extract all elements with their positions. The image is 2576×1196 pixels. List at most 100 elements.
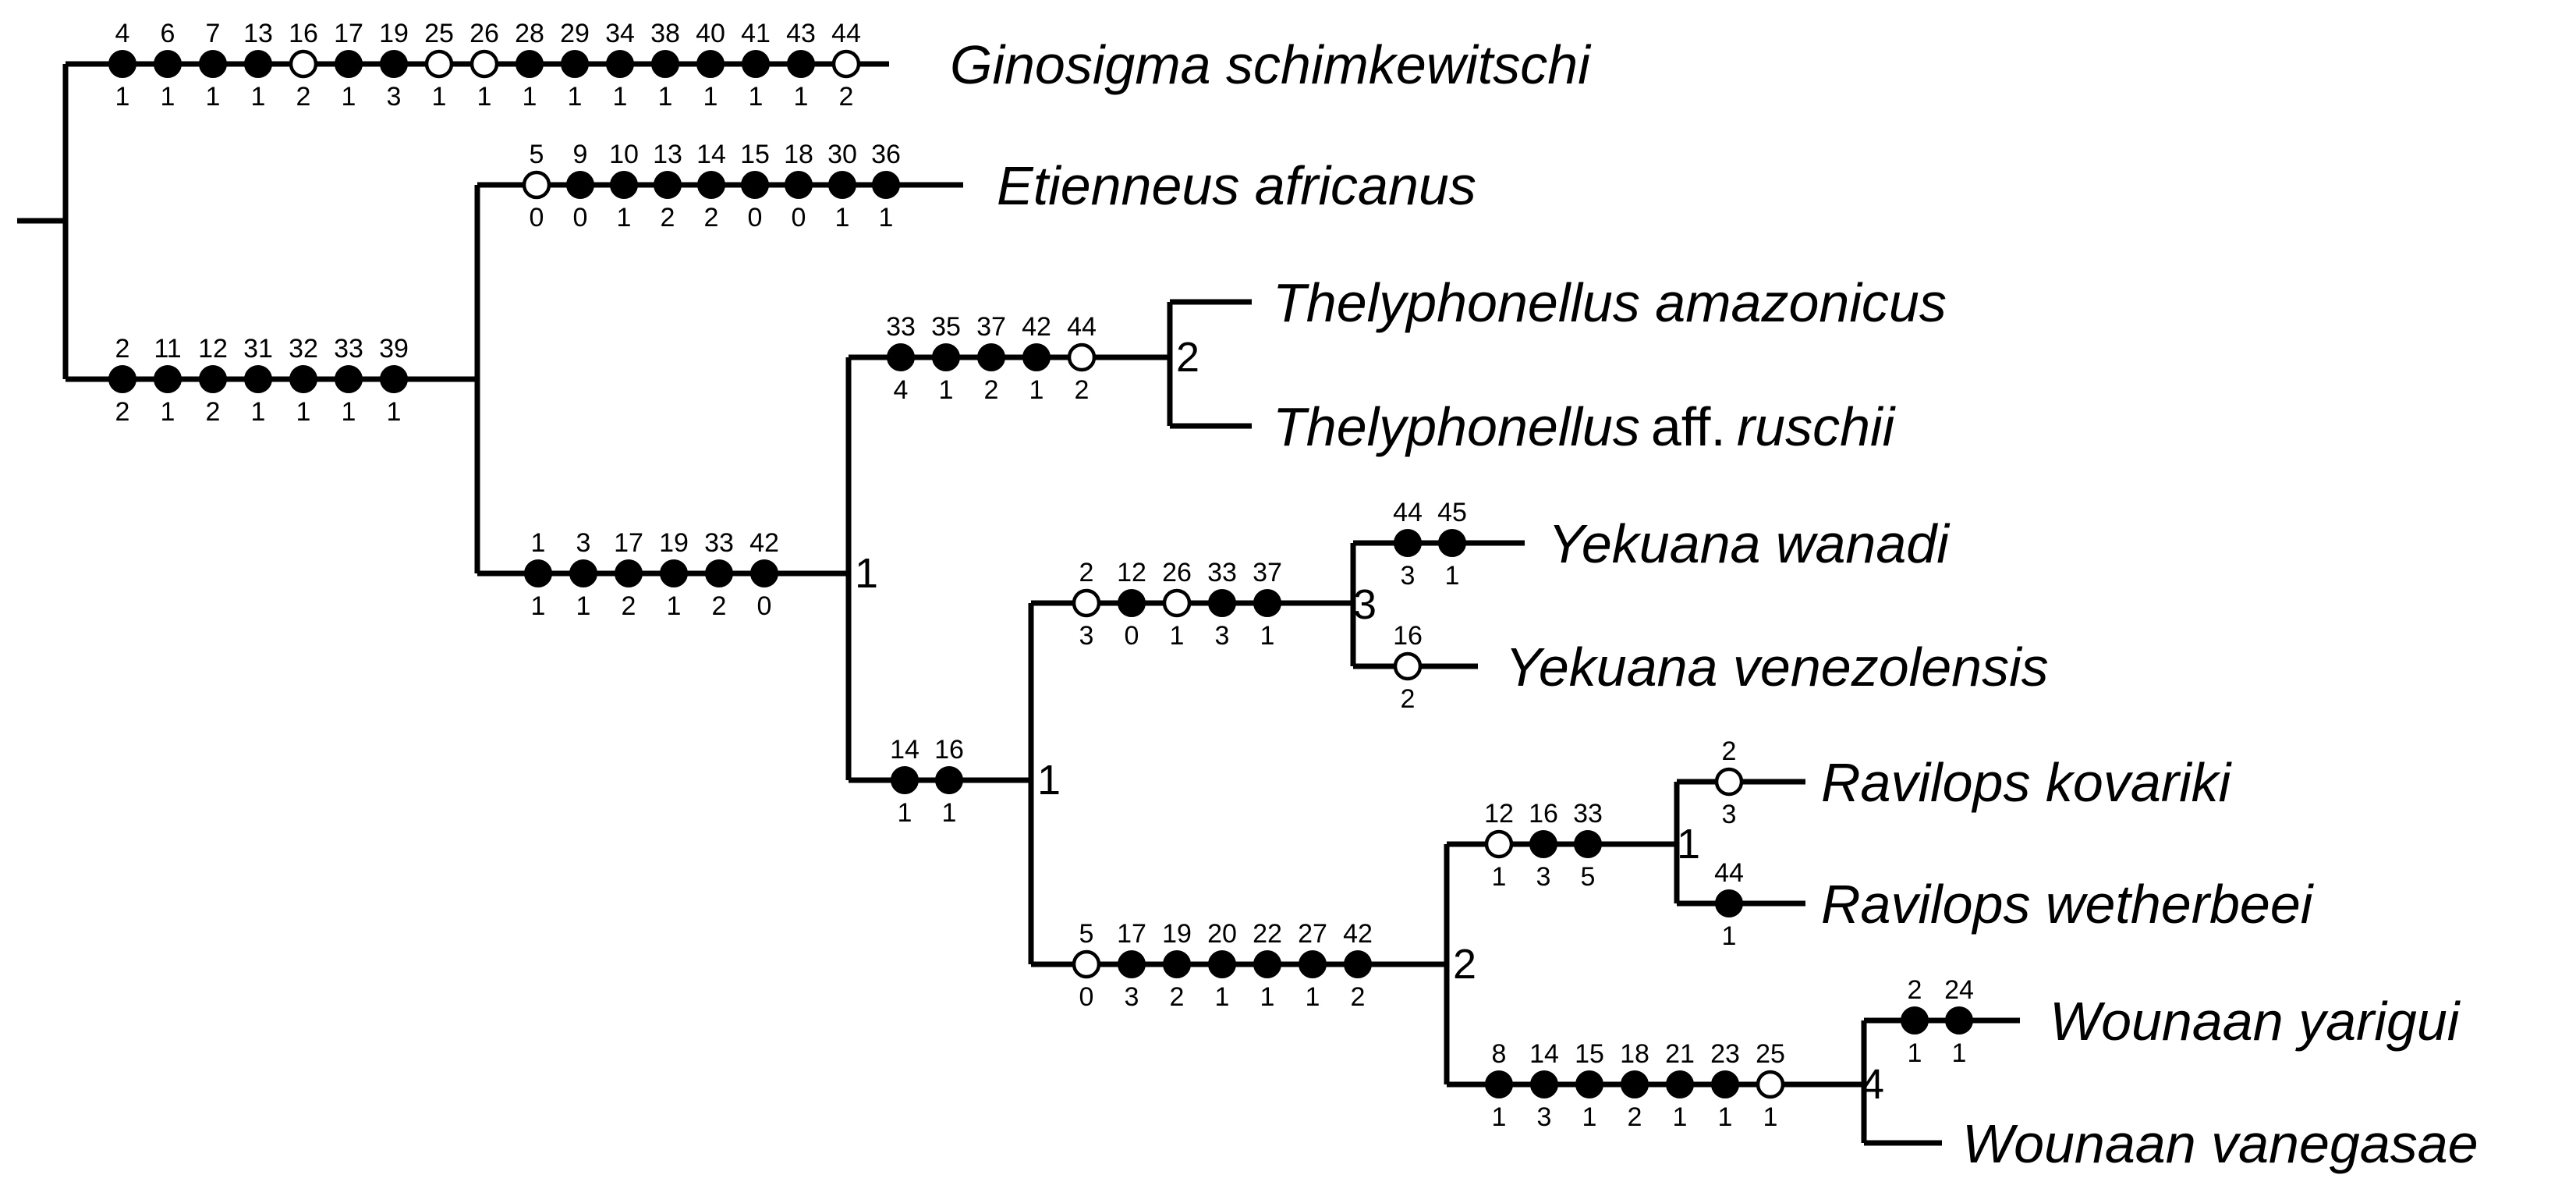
character-mark-clade-b-16 [935, 766, 963, 794]
character-state: 1 [523, 82, 537, 112]
character-state: 1 [342, 397, 356, 427]
character-state: 1 [942, 798, 957, 828]
taxon-label-etienneus: Etienneus africanus [997, 155, 1476, 216]
character-mark-ravilops-12 [1484, 829, 1514, 859]
character-state: 1 [1952, 1038, 1967, 1068]
character-mark-w-yarigui-24 [1945, 1006, 1973, 1035]
character-number: 16 [1393, 621, 1423, 651]
character-mark-ingroup-stem-39 [380, 365, 408, 393]
character-mark-wounaan-14 [1530, 1070, 1558, 1098]
character-mark-wounaan-18 [1621, 1070, 1649, 1098]
character-state: 2 [206, 397, 221, 427]
character-mark-clade-c-20 [1208, 950, 1236, 978]
character-number: 29 [560, 19, 590, 48]
character-number: 27 [1298, 919, 1327, 949]
taxon-labels: Ginosigma schimkewitschi Etienneus afric… [950, 34, 2479, 1174]
character-mark-ginosigma-19 [380, 50, 408, 78]
character-state: 1 [898, 798, 912, 828]
character-mark-w-yarigui-2 [1901, 1006, 1929, 1035]
character-state: 1 [251, 397, 266, 427]
character-mark-yekuana-37 [1253, 589, 1281, 617]
character-number: 22 [1253, 919, 1282, 949]
character-number: 12 [198, 334, 228, 364]
character-mark-ginosigma-7 [199, 50, 227, 78]
character-state: 2 [1351, 982, 1366, 1012]
character-number: 7 [206, 19, 221, 48]
character-mark-ginosigma-34 [606, 50, 634, 78]
character-state: 2 [661, 203, 675, 232]
character-number: 14 [696, 140, 726, 169]
character-mark-ginosigma-26 [469, 49, 499, 79]
character-state: 1 [1722, 921, 1737, 951]
character-state: 1 [1260, 982, 1275, 1012]
character-state: 2 [115, 397, 130, 427]
character-state: 2 [1628, 1102, 1642, 1132]
character-state: 2 [296, 82, 311, 112]
taxon-label-t-amazonicus: Thelyphonellus amazonicus [1273, 272, 1947, 333]
character-state: 1 [1763, 1102, 1778, 1132]
character-state: 1 [251, 82, 266, 112]
character-state: 2 [712, 591, 727, 621]
character-mark-clade-a-17 [615, 559, 643, 587]
taxon-label-w-vanegasae: Wounaan vanegasae [1962, 1113, 2479, 1174]
character-number: 17 [334, 19, 363, 48]
character-mark-r-wetherbeei-44 [1715, 889, 1743, 917]
character-number: 28 [515, 19, 544, 48]
character-state: 1 [1445, 561, 1460, 591]
character-mark-clade-a-3 [569, 559, 597, 587]
character-mark-ingroup-stem-31 [244, 365, 272, 393]
character-number: 44 [1393, 498, 1423, 527]
character-number: 14 [890, 735, 919, 765]
character-number: 21 [1665, 1039, 1695, 1069]
character-mark-ginosigma-41 [742, 50, 770, 78]
character-state: 0 [757, 591, 772, 621]
character-mark-wounaan-8 [1485, 1070, 1513, 1098]
character-mark-ginosigma-40 [696, 50, 725, 78]
character-number: 8 [1492, 1039, 1507, 1069]
character-number: 2 [115, 334, 130, 364]
support-clade-a: 1 [855, 550, 878, 597]
character-number: 10 [609, 140, 639, 169]
character-mark-ginosigma-6 [154, 50, 182, 78]
character-mark-ginosigma-25 [424, 49, 454, 79]
support-thelyphonellus: 2 [1176, 334, 1199, 381]
character-state: 1 [342, 82, 356, 112]
character-state: 3 [1722, 800, 1737, 829]
character-mark-etienneus-13 [654, 171, 682, 199]
character-state: 1 [794, 82, 809, 112]
character-state: 1 [613, 82, 628, 112]
character-number: 16 [1529, 799, 1558, 829]
character-state: 1 [576, 591, 591, 621]
character-number: 4 [115, 19, 130, 48]
character-state: 1 [115, 82, 130, 112]
character-number: 39 [379, 334, 409, 364]
character-number: 41 [741, 19, 771, 48]
character-state: 1 [161, 82, 175, 112]
character-mark-ingroup-stem-32 [289, 365, 317, 393]
character-mark-yekuana-33 [1208, 589, 1236, 617]
character-state: 0 [573, 203, 588, 232]
character-state: 1 [1170, 621, 1185, 651]
character-state: 1 [296, 397, 311, 427]
character-state: 1 [835, 203, 850, 232]
character-state: 3 [387, 82, 402, 112]
character-mark-thelyphonellus-35 [932, 343, 960, 371]
character-mark-ginosigma-13 [244, 50, 272, 78]
character-number: 44 [831, 19, 861, 48]
character-state: 1 [1029, 375, 1044, 405]
character-number: 33 [704, 528, 734, 558]
character-state: 1 [749, 82, 764, 112]
character-number: 13 [653, 140, 682, 169]
character-number: 38 [650, 19, 680, 48]
character-number: 25 [424, 19, 454, 48]
character-number: 6 [161, 19, 175, 48]
character-mark-wounaan-25 [1756, 1070, 1785, 1099]
character-number: 42 [1343, 919, 1373, 949]
character-mark-thelyphonellus-37 [977, 343, 1005, 371]
character-state: 3 [1079, 621, 1094, 651]
character-state: 1 [387, 397, 402, 427]
character-mark-clade-c-22 [1253, 950, 1281, 978]
character-mark-ravilops-33 [1574, 830, 1602, 858]
